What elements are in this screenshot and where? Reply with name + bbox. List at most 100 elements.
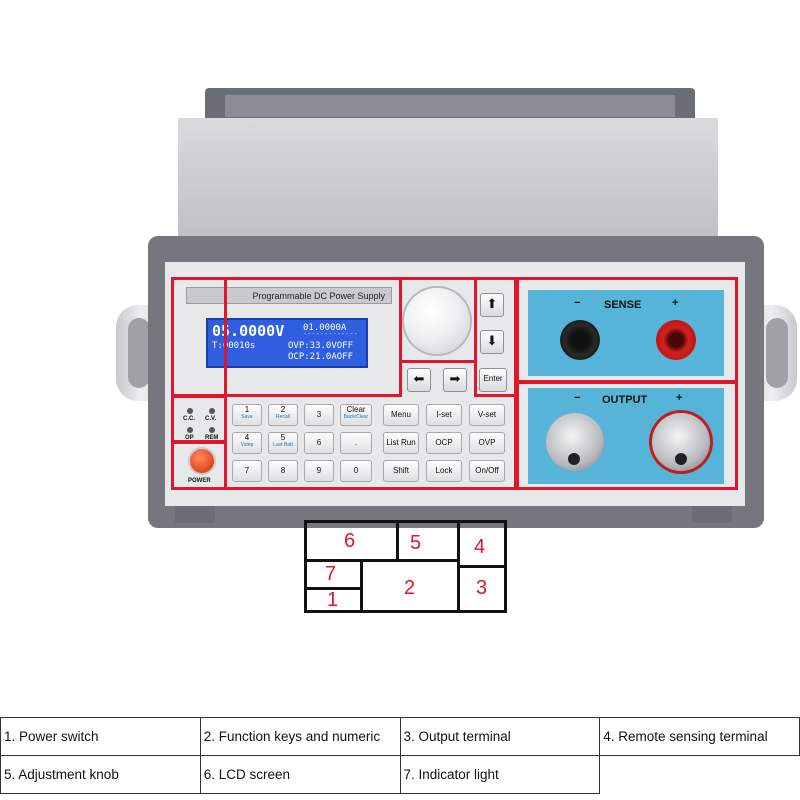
lcd-current-underline: ------------- xyxy=(303,330,358,338)
key-label: Clear xyxy=(346,405,366,414)
lcd-screen: 05.0000V 01.0000A ------------- T:00010s… xyxy=(206,318,368,368)
annotation-sense-region xyxy=(516,277,738,383)
lock-key[interactable]: Lock xyxy=(426,460,462,482)
v-set-key[interactable]: V-set xyxy=(469,404,505,426)
key-6[interactable]: 6 xyxy=(304,432,334,454)
on-off-key[interactable]: On/Off xyxy=(469,460,505,482)
legend-cell: 5. Adjustment knob xyxy=(0,755,201,794)
cc-label: C.C. xyxy=(183,416,195,422)
key-sublabel: Save xyxy=(241,414,253,420)
key-label: 4 xyxy=(244,433,250,442)
enter-button[interactable]: Enter xyxy=(479,368,507,392)
key-sublabel: Back/Clear xyxy=(343,414,369,420)
key-label: . xyxy=(354,438,358,447)
model-label: Programmable DC Power Supply xyxy=(186,287,392,304)
menu-key[interactable]: Menu xyxy=(383,404,419,426)
rem-label: REM xyxy=(205,435,219,441)
led-rem xyxy=(209,427,215,433)
sense-minus: − xyxy=(574,297,581,309)
sense-negative-jack[interactable] xyxy=(560,320,600,360)
adjustment-knob[interactable] xyxy=(404,288,470,354)
lcd-timer: T:00010s xyxy=(212,341,256,351)
map-label-1: 1 xyxy=(327,589,339,611)
key-label: 2 xyxy=(280,405,286,414)
map-label-7: 7 xyxy=(325,563,337,585)
legend-cell: 7. Indicator light xyxy=(399,755,601,794)
key-8[interactable]: 8 xyxy=(268,460,298,482)
key-label: 3 xyxy=(316,410,322,419)
output-negative-hole xyxy=(568,453,580,465)
key-label: 7 xyxy=(244,466,250,475)
sense-title: SENSE xyxy=(604,299,642,311)
annotation-arrows-region xyxy=(474,277,517,397)
ovp-key[interactable]: OVP xyxy=(469,432,505,454)
map-label-3: 3 xyxy=(476,577,488,599)
legend-cell: 2. Function keys and numeric xyxy=(199,717,401,756)
lcd-ocp: OCP:21.0AOFF xyxy=(288,352,354,362)
shift-key[interactable]: Shift xyxy=(383,460,419,482)
cabinet-rail-inner xyxy=(225,95,675,117)
legend-cell: 4. Remote sensing terminal xyxy=(599,717,800,756)
key-3[interactable]: 3 xyxy=(304,404,334,426)
ocp-key[interactable]: OCP xyxy=(426,432,462,454)
key-7[interactable]: 7 xyxy=(232,460,262,482)
left-handle-recess xyxy=(128,318,150,388)
key-9[interactable]: 9 xyxy=(304,460,334,482)
key-sublabel: Last Batt xyxy=(273,442,293,448)
lcd-ovp: OVP:33.0VOFF xyxy=(288,341,354,351)
key-label: 9 xyxy=(316,466,322,475)
right-foot xyxy=(692,505,732,523)
annotation-output-region xyxy=(516,381,738,490)
map-label-2: 2 xyxy=(404,577,416,599)
lcd-voltage: 05.0000V xyxy=(212,322,285,340)
legend-cell: 1. Power switch xyxy=(0,717,201,756)
key-sublabel: Recall xyxy=(276,414,290,420)
legend-row: 1. Power switch 2. Function keys and num… xyxy=(0,717,800,756)
arrow-down-button[interactable]: ⬇ xyxy=(480,330,504,354)
key-label: 8 xyxy=(280,466,286,475)
map-label-6: 6 xyxy=(344,530,356,552)
legend-cell-empty xyxy=(599,755,800,794)
map-box-1 xyxy=(304,587,363,613)
key-label: 5 xyxy=(280,433,286,442)
sense-positive-jack[interactable] xyxy=(656,320,696,360)
arrow-left-button[interactable]: ⬅ xyxy=(407,368,431,392)
output-minus: − xyxy=(574,392,581,404)
legend-cell: 6. LCD screen xyxy=(199,755,401,794)
output-positive-hole xyxy=(675,453,687,465)
cabinet-top-cover xyxy=(178,118,718,242)
annotation-indicator-region xyxy=(171,395,227,443)
right-handle-recess xyxy=(766,318,788,388)
key-label: 6 xyxy=(316,438,322,447)
key-dot[interactable]: . xyxy=(340,432,372,454)
led-cc xyxy=(187,408,193,414)
map-label-4: 4 xyxy=(474,536,486,558)
list-run-key[interactable]: List Run xyxy=(383,432,419,454)
lcd-current: 01.0000A xyxy=(303,323,347,333)
annotation-power-region xyxy=(171,441,227,490)
led-cv xyxy=(209,408,215,414)
legend-table: 1. Power switch 2. Function keys and num… xyxy=(0,717,800,794)
map-box-5 xyxy=(396,520,460,562)
i-set-key[interactable]: I-set xyxy=(426,404,462,426)
key-label: 1 xyxy=(244,405,250,414)
key-sublabel: Vstep xyxy=(240,442,254,448)
power-label: POWER xyxy=(188,478,211,484)
power-button[interactable] xyxy=(190,449,214,473)
left-foot xyxy=(175,505,215,523)
legend-row: 5. Adjustment knob 6. LCD screen 7. Indi… xyxy=(0,755,800,794)
key-0[interactable]: 0 xyxy=(340,460,372,482)
key-label: 0 xyxy=(353,466,359,475)
map-label-5: 5 xyxy=(410,532,422,554)
led-op xyxy=(187,427,193,433)
output-title: OUTPUT xyxy=(602,394,648,406)
cv-label: C.V. xyxy=(205,416,217,422)
arrow-right-button[interactable]: ➡ xyxy=(443,368,467,392)
sense-plus: + xyxy=(672,297,679,309)
arrow-up-button[interactable]: ⬆ xyxy=(480,293,504,317)
